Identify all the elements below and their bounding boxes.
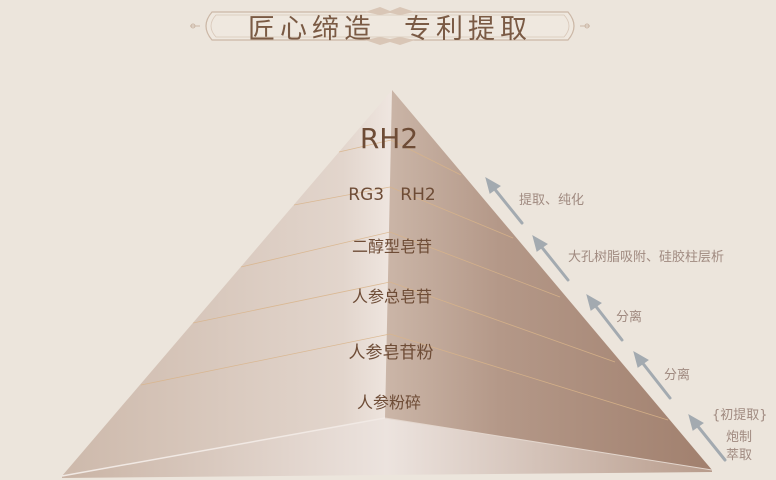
title-part-2: 专利提取 — [404, 13, 532, 45]
banner-frame-icon — [190, 7, 590, 45]
title-banner: 匠心缔造 专利提取 — [190, 4, 590, 48]
step-label-initial-extract: {初提取} — [712, 408, 768, 423]
level-label-3: 二醇型皂苷 — [351, 237, 433, 256]
title-part-1: 匠心缔造 — [248, 13, 376, 45]
level-label-5: 人参皂苷粉 — [348, 343, 434, 363]
level-label-4: 人参总皂苷 — [351, 287, 433, 306]
step-label-extract: 萃取 — [726, 448, 753, 463]
page-title: 匠心缔造 专利提取 — [190, 4, 590, 48]
level-label-2: RG3 RH2 — [348, 185, 436, 205]
level-label-6: 人参粉碎 — [356, 393, 422, 412]
process-arrows — [485, 176, 727, 462]
step-label-separate-1: 分离 — [616, 310, 643, 325]
level-label-1: RH2 — [359, 122, 419, 155]
step-label-process: 炮制 — [726, 430, 753, 445]
step-label-purify: 提取、纯化 — [519, 193, 585, 208]
step-label-resin: 大孔树脂吸附、硅胶柱层析 — [568, 250, 725, 265]
step-label-separate-2: 分离 — [664, 368, 691, 383]
